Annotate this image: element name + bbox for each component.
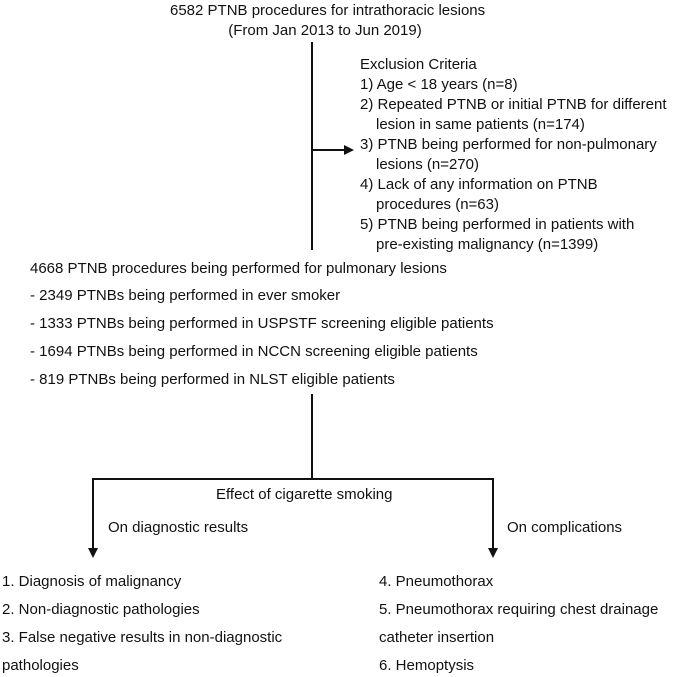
exclusion-heading: Exclusion Criteria [360, 56, 477, 73]
complication-outcome-item: 6. Hemoptysis [379, 657, 475, 674]
complication-outcome-item: 5. Pneumothorax requiring chest drainage [379, 601, 659, 618]
diagnostic-outcome-item: 2. Non-diagnostic pathologies [2, 601, 200, 618]
exclusion-item: 4) Lack of any information on PTNB [360, 176, 598, 193]
cohort-subgroup-item: - 819 PTNBs being performed in NLST elig… [30, 371, 395, 388]
exclusion-item: 3) PTNB being performed for non-pulmonar… [360, 136, 657, 153]
exclusion-item-cont: procedures (n=63) [376, 196, 499, 213]
diagnostic-outcome-item: 3. False negative results in non-diagnos… [2, 629, 283, 646]
exclusion-item: 2) Repeated PTNB or initial PTNB for dif… [360, 96, 667, 113]
exclusion-list: 1) Age < 18 years (n=8) 2) Repeated PTNB… [360, 75, 667, 255]
exclusion-item-cont: lesion in same patients (n=174) [376, 116, 585, 133]
exclusion-item-cont: pre-existing malignancy (n=1399) [376, 236, 599, 253]
pulmonary-cohort-title: 4668 PTNB procedures being performed for… [30, 260, 447, 277]
exclusion-item: 5) PTNB being performed in patients with [360, 216, 635, 233]
diagnostic-outcome-item: 1. Diagnosis of malignancy [2, 573, 182, 590]
cohort-subgroup-item: - 2349 PTNBs being performed in ever smo… [30, 287, 341, 304]
initial-cohort-period: (From Jan 2013 to Jun 2019) [228, 22, 422, 39]
diagnostic-results-label: On diagnostic results [108, 519, 249, 536]
complication-outcome-item-cont: catheter insertion [379, 629, 495, 646]
complication-outcome-item: 4. Pneumothorax [379, 573, 494, 590]
effect-title: Effect of cigarette smoking [216, 486, 393, 503]
cohort-subgroup-item: - 1333 PTNBs being performed in USPSTF s… [30, 315, 494, 332]
diagnostic-outcome-item-cont: pathologies [2, 657, 79, 674]
cohort-subgroup-item: - 1694 PTNBs being performed in NCCN scr… [30, 343, 478, 360]
initial-cohort-title: 6582 PTNB procedures for intrathoracic l… [170, 2, 486, 19]
exclusion-item: 1) Age < 18 years (n=8) [360, 76, 518, 93]
exclusion-item-cont: lesions (n=270) [376, 156, 479, 173]
complications-label: On complications [507, 519, 623, 536]
